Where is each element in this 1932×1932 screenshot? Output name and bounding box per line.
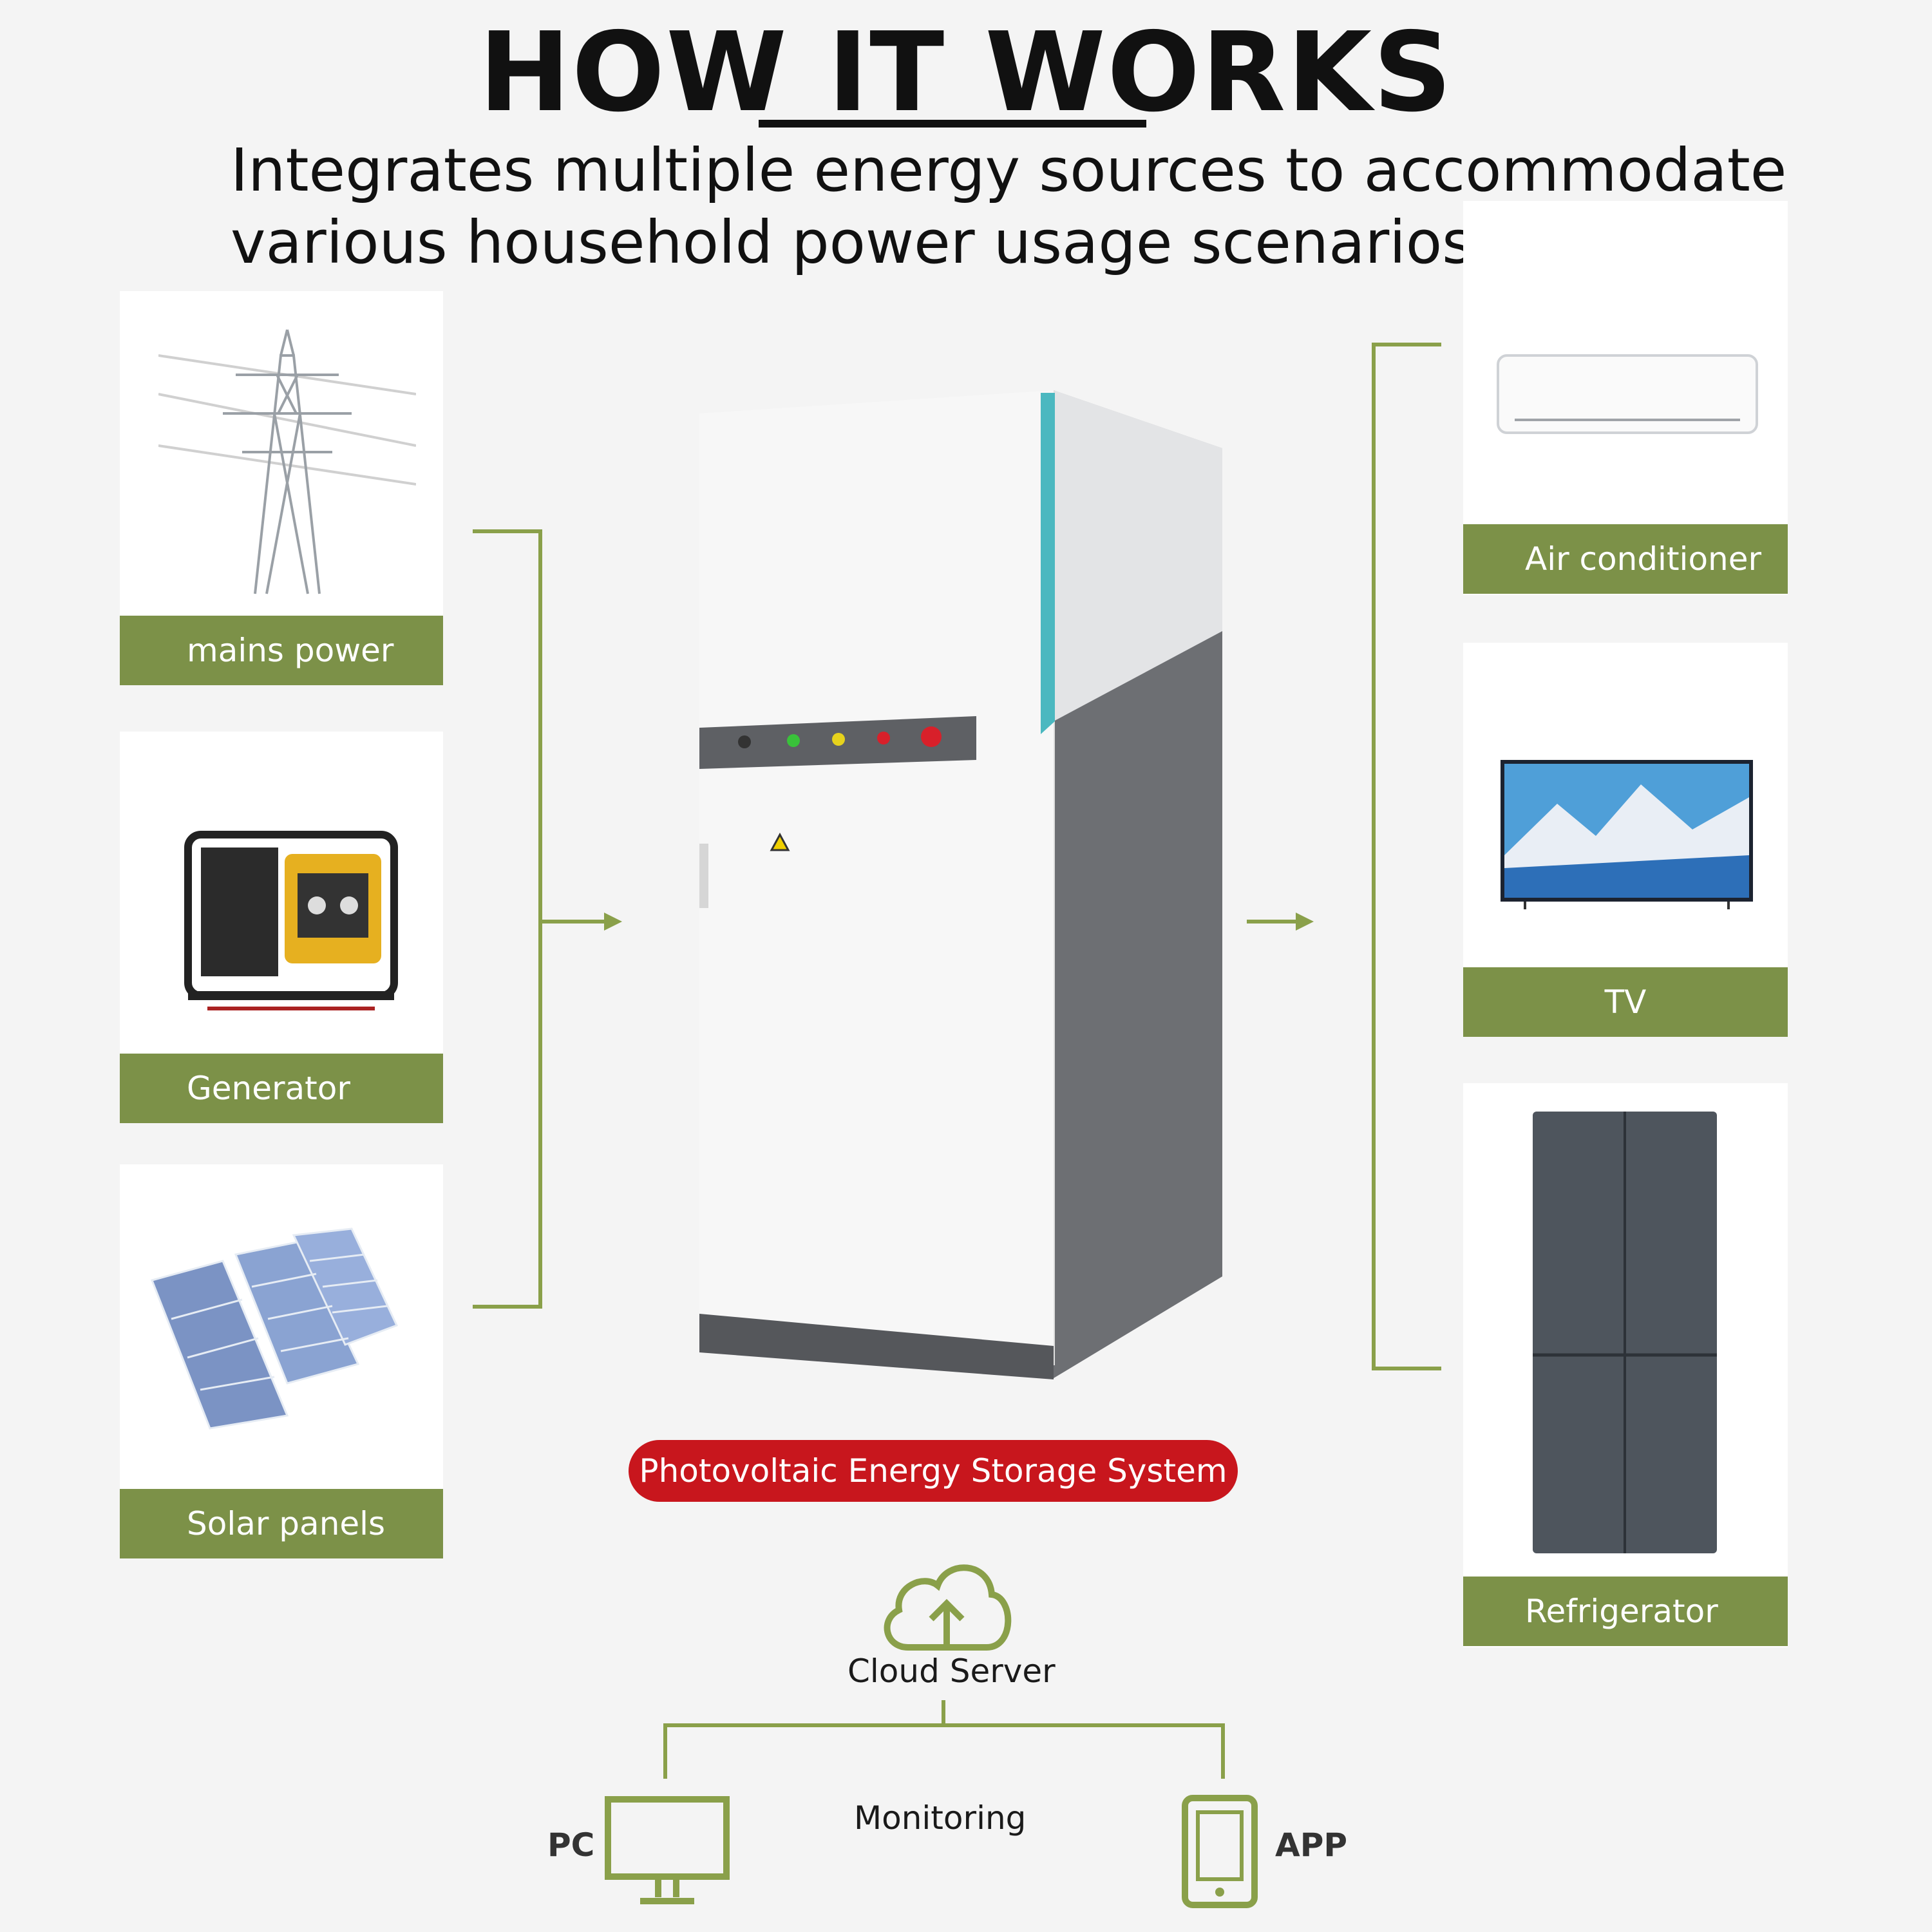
refrigerator-icon <box>1533 1112 1717 1553</box>
appliance-arrow-line <box>1247 920 1298 923</box>
cloud-stem-line <box>942 1700 945 1727</box>
air-conditioner-icon <box>1497 354 1758 434</box>
appliance-label-fridge: Refrigerator <box>1463 1577 1788 1646</box>
source-card-generator: Generator <box>120 732 443 1123</box>
app-drop-line <box>1221 1723 1225 1779</box>
cloud-server-label: Cloud Server <box>848 1653 1056 1690</box>
pc-monitor-icon <box>605 1796 730 1904</box>
solar-panels-icon <box>150 1227 399 1430</box>
power-tower-icon <box>158 329 416 594</box>
appliance-card-tv: TV <box>1463 643 1788 1037</box>
source-label-solar: Solar panels <box>120 1489 443 1558</box>
system-label: Photovoltaic Energy Storage System <box>629 1440 1238 1502</box>
monitoring-branch-line <box>663 1723 1225 1727</box>
monitoring-label: Monitoring <box>854 1799 1027 1837</box>
pc-drop-line <box>663 1723 667 1779</box>
app-label: APP <box>1275 1826 1347 1864</box>
appliance-label-ac: Air conditioner <box>1463 524 1788 594</box>
appliance-bracket <box>1372 343 1441 1370</box>
cabinet-illustration <box>696 390 1222 1379</box>
appliance-card-ac: Air conditioner <box>1463 201 1788 595</box>
tv-icon <box>1501 760 1753 909</box>
page-title: HOW IT WORKS <box>478 9 1454 137</box>
appliance-label-tv: TV <box>1463 967 1788 1037</box>
appliance-card-fridge: Refrigerator <box>1463 1083 1788 1647</box>
appliance-arrowhead <box>1296 913 1314 931</box>
subtitle-line-2: various household power usage scenarios <box>231 208 1473 277</box>
source-card-solar: Solar panels <box>120 1164 443 1558</box>
source-bracket <box>473 529 542 1309</box>
source-card-mains: mains power <box>120 291 443 685</box>
source-arrow-line <box>542 920 607 923</box>
source-arrowhead <box>604 913 622 931</box>
energy-storage-cabinet <box>696 386 1234 1385</box>
mobile-app-icon <box>1182 1795 1258 1908</box>
source-label-mains: mains power <box>120 616 443 685</box>
title-underline <box>759 120 1146 128</box>
subtitle-line-1: Integrates multiple energy sources to ac… <box>231 136 1787 205</box>
generator-icon <box>184 831 398 1010</box>
source-label-generator: Generator <box>120 1054 443 1123</box>
pc-label: PC <box>547 1826 595 1864</box>
cloud-upload-icon <box>884 1564 1012 1651</box>
